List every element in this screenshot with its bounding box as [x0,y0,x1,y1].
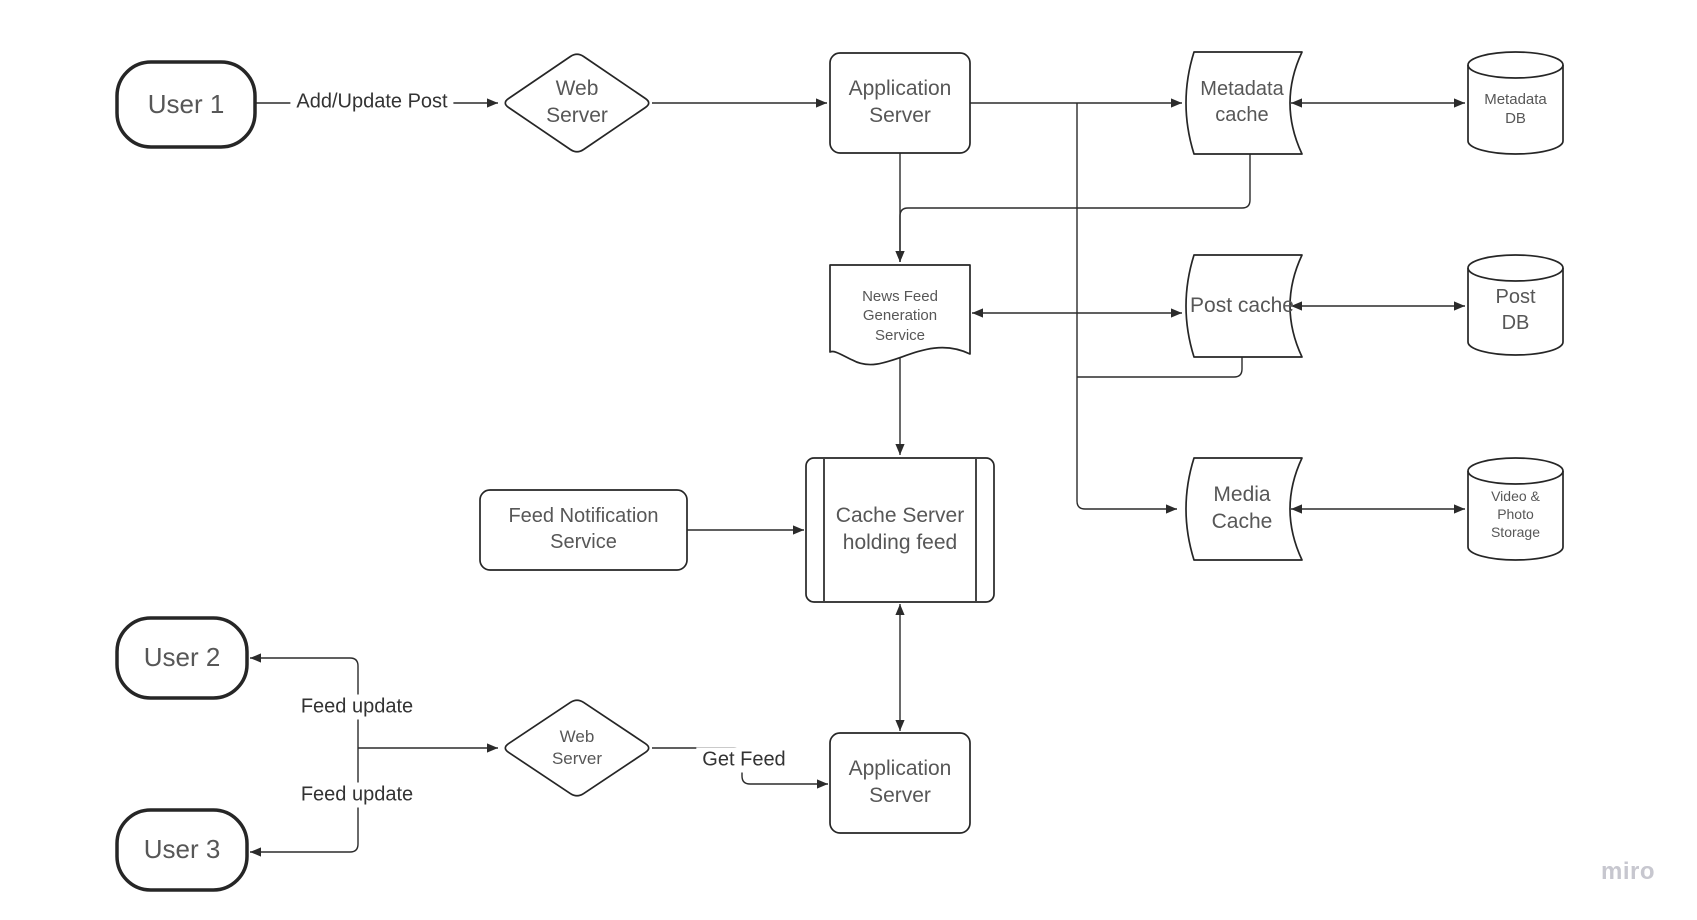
node-user-1[interactable] [115,60,257,149]
edge-hub-to-user3[interactable] [250,748,359,857]
edge-webserver1-to-appserver1[interactable] [652,98,827,108]
edge-hub-to-user2[interactable] [250,653,359,748]
news-feed-generation-service-shape [829,264,971,366]
user-3-shape [115,808,249,892]
post-cache-shape [1185,254,1303,358]
edge-hub-to-user2-label: Feed update [294,694,420,720]
node-metadata-cache[interactable] [1185,51,1303,155]
arrowhead [1291,504,1302,514]
arrowhead [816,98,827,108]
edge-user1-to-webserver1-label: Add/Update Post [290,89,454,115]
node-application-server-2[interactable] [829,732,971,834]
node-cache-server[interactable] [805,457,995,603]
edge-line [1077,357,1243,378]
node-feed-notification-service[interactable] [479,489,688,571]
user-1-shape [115,60,257,149]
arrowhead [487,98,498,108]
edge-metadata-cache-to-metadata-db[interactable] [1291,98,1465,108]
edge-line [1076,103,1177,510]
arrowhead [1171,308,1182,318]
node-web-server-2[interactable] [504,699,650,797]
edge-newsfeed-to-cacheserver[interactable] [895,356,905,455]
application-server-2-shape [829,732,971,834]
arrowhead [895,720,905,731]
node-post-db[interactable] [1467,254,1564,356]
edge-appserver1-to-metadata-cache[interactable] [970,98,1182,108]
node-video-photo-storage[interactable] [1467,457,1564,561]
edge-hub-to-user3-label: Feed update [294,782,420,808]
media-cache-shape [1185,457,1303,561]
cylinder-lid [1467,267,1564,282]
web-server-2-shape [504,699,650,797]
node-metadata-db[interactable] [1467,51,1564,155]
arrowhead [972,308,983,318]
arrowhead [1454,98,1465,108]
node-media-cache[interactable] [1185,457,1303,561]
cache-server-shape [805,457,995,603]
edge-cacheserver-to-appserver2[interactable] [895,604,905,731]
arrowhead [817,779,828,789]
arrowhead [250,847,261,857]
arrowhead [487,743,498,753]
application-server-1-shape [829,52,971,154]
metadata-cache-shape [1185,51,1303,155]
feed-notification-service-shape [479,489,688,571]
metadata-db-shape [1467,51,1564,155]
node-news-feed-generation-service[interactable] [829,264,971,366]
edge-post-cache-loop[interactable] [1077,357,1243,378]
node-user-3[interactable] [115,808,249,892]
node-user-2[interactable] [115,616,249,700]
user-2-shape [115,616,249,700]
node-post-cache[interactable] [1185,254,1303,358]
arrowhead [1454,301,1465,311]
edge-line [899,154,1251,262]
edge-hub-to-webserver2[interactable] [358,743,498,753]
arrowhead [1291,301,1302,311]
edge-webserver2-to-appserver2-label: Get Feed [696,747,792,773]
arrowhead [1291,98,1302,108]
edge-post-cache-to-post-db[interactable] [1291,301,1465,311]
edge-feednotif-to-cacheserver[interactable] [687,525,804,535]
video-photo-storage-shape [1467,457,1564,561]
node-web-server-1[interactable] [504,53,650,153]
edge-line [250,748,359,853]
cylinder-lid [1467,64,1564,79]
web-server-1-shape [504,53,650,153]
edge-media-cache-to-storage[interactable] [1291,504,1465,514]
miro-watermark: miro [1600,858,1655,885]
edge-metadata-cache-to-newsfeed[interactable] [895,154,1251,262]
arrowhead [1171,98,1182,108]
edge-appserver1-to-media-cache[interactable] [1076,103,1177,514]
arrowhead [250,653,261,663]
arrowhead [1454,504,1465,514]
arrowhead [1166,504,1177,514]
arrowhead [895,604,905,615]
cylinder-lid [1467,470,1564,485]
edge-line [250,657,359,748]
arrowhead [895,251,905,262]
arrowhead [793,525,804,535]
arrowhead [895,444,905,455]
node-application-server-1[interactable] [829,52,971,154]
post-db-shape [1467,254,1564,356]
edge-post-cache-to-newsfeed[interactable] [972,308,1182,318]
